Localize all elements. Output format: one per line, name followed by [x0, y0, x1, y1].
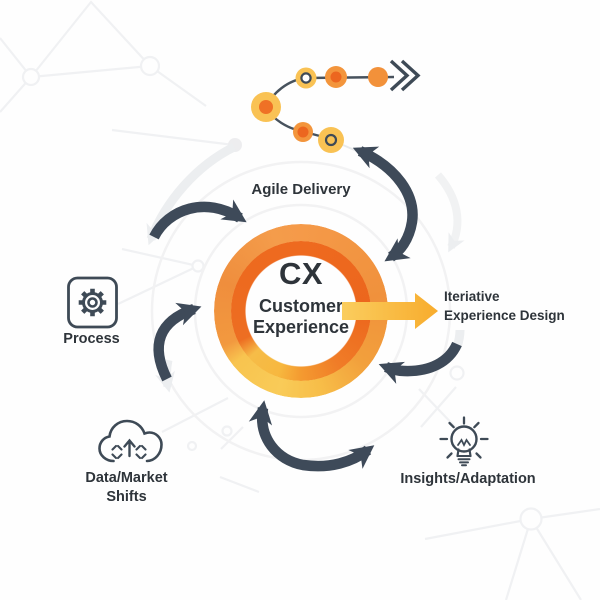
center-text: CX Customer Experience [211, 258, 391, 338]
cloud-shift-icon [98, 419, 163, 463]
cycle-arrows [149, 146, 462, 472]
cycle-arrow-left [153, 302, 202, 382]
label-iterative-experience-design: Iteriative Experience Design [444, 287, 565, 325]
gear-icon [78, 288, 107, 317]
cycle-arrow-top-right [352, 146, 418, 262]
label-data-market-shifts: Data/Market Shifts [46, 469, 207, 507]
network-lines-right [418, 386, 460, 432]
cx-subtitle-line1: Customer [258, 296, 343, 316]
cx-subtitle-line2: Experience [252, 317, 350, 337]
network-node [449, 365, 465, 381]
cx-ring-center [246, 256, 356, 366]
echo-arrow-top-right [434, 172, 465, 253]
up-arrow-icon [123, 438, 136, 458]
journey-dot-large [251, 92, 281, 122]
cx-acronym: CX [278, 256, 324, 291]
journey-dot-ring-small [295, 67, 317, 89]
label-agile-delivery: Agile Delivery [251, 181, 351, 198]
network-node [191, 259, 205, 273]
label-insights-adaptation: Insights/Adaptation [400, 471, 536, 487]
network-node [21, 67, 41, 87]
filament [457, 438, 471, 448]
journey-link-line [342, 144, 360, 153]
cycle-arrow-bottom [248, 400, 375, 472]
network-lines-mid-left [117, 247, 202, 305]
lightbulb-icon [439, 416, 489, 467]
network-node [519, 507, 543, 531]
journey-dot-orange [325, 66, 347, 88]
label-iterative-line2: Experience Design [444, 308, 565, 323]
journey-dot-ring-yellow [318, 127, 344, 153]
label-data-line1: Data/Market [85, 470, 168, 486]
label-process: Process [63, 331, 120, 347]
cycle-arrow-right [378, 341, 462, 384]
rays [439, 416, 489, 459]
network-node [186, 440, 198, 452]
label-iterative-line1: Iteriative [444, 289, 500, 304]
cx-subtitle: Customer Experience [211, 296, 391, 338]
process-icon-frame [67, 276, 118, 329]
journey-dot-solid [368, 67, 388, 87]
label-data-line2: Shifts [106, 489, 147, 505]
network-lines-bottom-right [424, 507, 600, 600]
journey-path [251, 59, 421, 153]
network-node [221, 425, 233, 437]
journey-dot-orange-lower [293, 122, 313, 142]
double-chevron-icon [389, 59, 421, 92]
cycle-arrow-top-left [149, 199, 247, 240]
network-node [139, 55, 161, 77]
